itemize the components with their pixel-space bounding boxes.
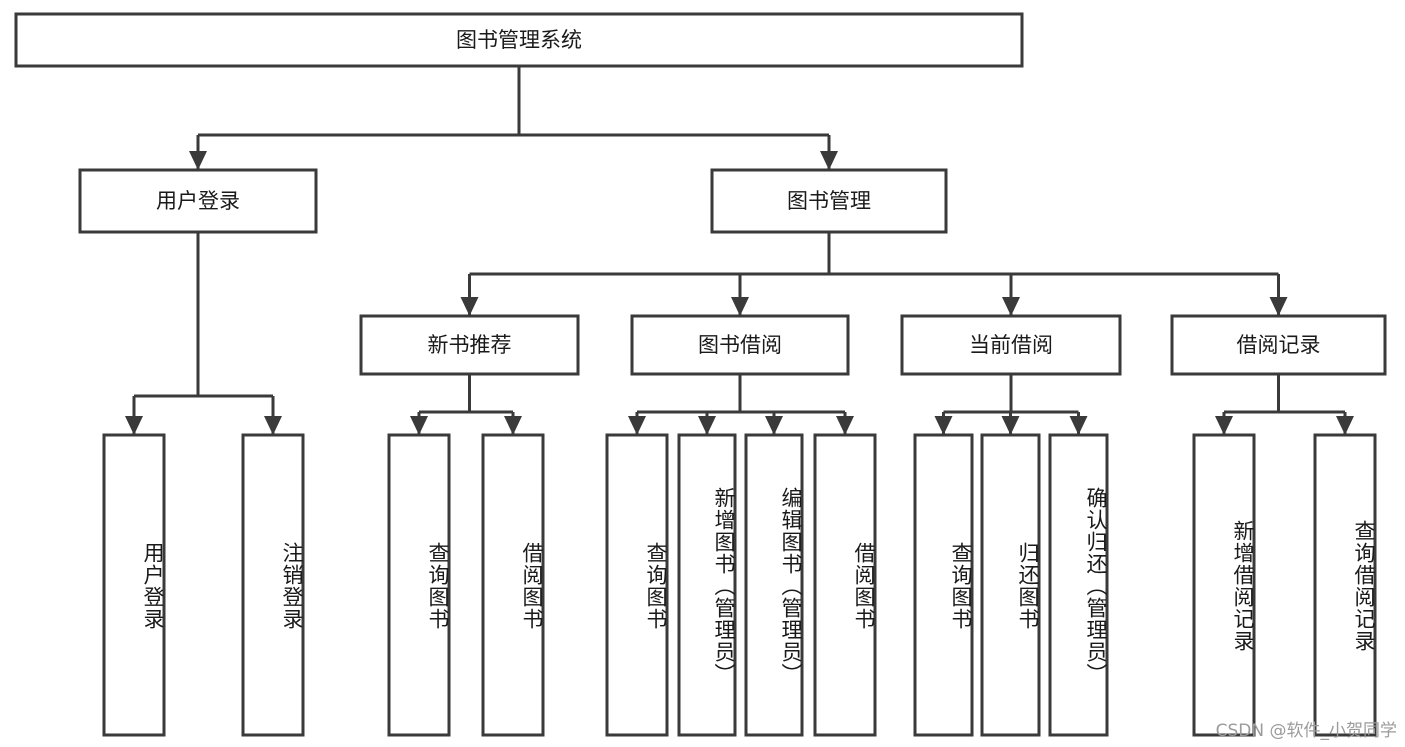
arrow-to-leaf-borrow-book (836, 416, 854, 435)
arrow-to-leaf-query-book-rec (410, 416, 428, 435)
node-box-borrow-record[interactable] (1170, 314, 1387, 376)
node-user-login[interactable] (78, 168, 318, 234)
node-root[interactable] (14, 12, 1024, 68)
node-box-leaf-edit-book[interactable] (744, 433, 804, 737)
node-leaf-query-book-cur[interactable] (913, 433, 974, 737)
node-box-book-borrow[interactable] (630, 314, 850, 376)
node-label-root: 图书管理系统 (456, 28, 582, 52)
node-box-leaf-query-book-cur[interactable] (913, 433, 974, 737)
arrow-to-leaf-user-login (125, 416, 143, 435)
arrow-to-borrow-record (1269, 297, 1288, 316)
node-label-book-borrow: 图书借阅 (698, 333, 782, 357)
node-box-new-book-rec[interactable] (359, 314, 580, 376)
node-box-current-borrow[interactable] (900, 314, 1122, 376)
node-box-leaf-add-record[interactable] (1192, 433, 1256, 737)
node-leaf-edit-book[interactable] (744, 433, 804, 737)
node-leaf-user-logout[interactable] (241, 433, 305, 737)
node-box-leaf-query-record[interactable] (1313, 433, 1377, 737)
node-box-book-manage[interactable] (710, 168, 948, 234)
arrow-to-leaf-query-book-borrow (628, 416, 646, 435)
node-leaf-user-login[interactable] (102, 433, 166, 737)
node-box-leaf-user-logout[interactable] (241, 433, 305, 737)
node-box-leaf-add-book[interactable] (677, 433, 737, 737)
node-leaf-add-book[interactable] (677, 433, 737, 737)
node-new-book-rec[interactable] (359, 314, 580, 376)
node-box-leaf-borrow-book[interactable] (813, 433, 877, 737)
boxes-layer (14, 12, 1387, 737)
node-leaf-query-book-rec[interactable] (387, 433, 451, 737)
node-leaf-borrow-book-rec[interactable] (481, 433, 545, 737)
arrow-to-book-manage (820, 151, 838, 170)
watermark-text: CSDN @软件_小贺同学 (1215, 721, 1397, 741)
node-label-borrow-record: 借阅记录 (1237, 333, 1321, 357)
node-book-manage[interactable] (710, 168, 948, 234)
node-leaf-borrow-book[interactable] (813, 433, 877, 737)
arrow-to-current-borrow (1002, 297, 1020, 316)
connectors-layer (125, 66, 1354, 435)
arrow-to-leaf-edit-book (765, 416, 783, 435)
node-current-borrow[interactable] (900, 314, 1122, 376)
arrow-to-leaf-user-logout (264, 416, 282, 435)
node-leaf-add-record[interactable] (1192, 433, 1256, 737)
node-box-leaf-user-login[interactable] (102, 433, 166, 737)
node-label-new-book-rec: 新书推荐 (428, 333, 512, 357)
node-borrow-record[interactable] (1170, 314, 1387, 376)
node-label-current-borrow: 当前借阅 (969, 333, 1053, 357)
node-leaf-confirm-return[interactable] (1048, 433, 1109, 737)
arrow-to-user-login (189, 151, 207, 170)
node-box-leaf-query-book-borrow[interactable] (605, 433, 669, 737)
node-box-user-login[interactable] (78, 168, 318, 234)
node-leaf-return-book[interactable] (980, 433, 1041, 737)
arrow-to-new-book-rec (460, 297, 479, 316)
node-leaf-query-book-borrow[interactable] (605, 433, 669, 737)
arrow-to-leaf-add-record (1215, 416, 1233, 435)
arrow-to-leaf-query-record (1336, 416, 1354, 435)
node-leaf-query-record[interactable] (1313, 433, 1377, 737)
arrow-to-leaf-add-book (698, 416, 716, 435)
node-label-user-login: 用户登录 (156, 189, 240, 213)
node-box-leaf-confirm-return[interactable] (1048, 433, 1109, 737)
node-box-root[interactable] (14, 12, 1024, 68)
arrow-to-book-borrow (731, 297, 749, 316)
arrow-to-leaf-return-book (1001, 416, 1020, 435)
node-box-leaf-borrow-book-rec[interactable] (481, 433, 545, 737)
node-label-book-manage: 图书管理 (787, 189, 871, 213)
arrow-to-leaf-query-book-cur (934, 416, 953, 435)
node-box-leaf-return-book[interactable] (980, 433, 1041, 737)
arrow-to-leaf-confirm-return (1069, 416, 1088, 435)
arrow-to-leaf-borrow-book-rec (504, 416, 522, 435)
node-box-leaf-query-book-rec[interactable] (387, 433, 451, 737)
node-book-borrow[interactable] (630, 314, 850, 376)
